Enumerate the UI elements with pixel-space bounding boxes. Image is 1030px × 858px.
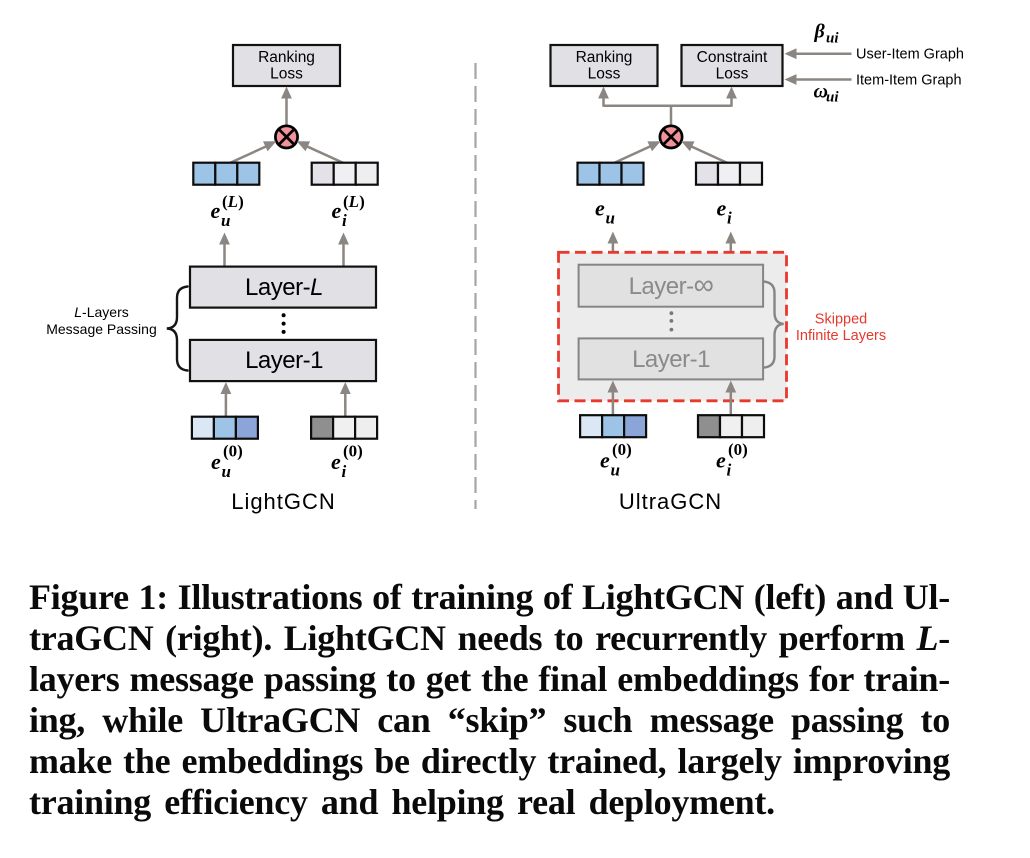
svg-text:u: u bbox=[606, 209, 615, 228]
svg-text:Ranking: Ranking bbox=[258, 49, 315, 66]
svg-text:(0): (0) bbox=[728, 440, 748, 459]
svg-text:e: e bbox=[595, 196, 605, 221]
svg-text:(0): (0) bbox=[223, 442, 243, 461]
svg-text:(L): (L) bbox=[222, 192, 244, 211]
svg-text:e: e bbox=[716, 448, 726, 473]
svg-text:i: i bbox=[342, 211, 347, 230]
svg-text:L-Layers: L-Layers bbox=[74, 304, 128, 320]
svg-text:u: u bbox=[221, 211, 230, 230]
svg-text:e: e bbox=[600, 448, 610, 473]
svg-text:Loss: Loss bbox=[716, 66, 749, 83]
svg-text:i: i bbox=[342, 462, 347, 481]
svg-text:(0): (0) bbox=[612, 440, 632, 459]
svg-text:User-Item Graph: User-Item Graph bbox=[856, 47, 964, 63]
svg-text:Item-Item Graph: Item-Item Graph bbox=[856, 72, 962, 88]
svg-text:Loss: Loss bbox=[270, 66, 303, 83]
svg-text:e: e bbox=[717, 196, 727, 221]
svg-text:Ranking: Ranking bbox=[576, 49, 633, 66]
svg-text:u: u bbox=[611, 461, 620, 480]
svg-text:i: i bbox=[727, 209, 732, 228]
svg-text:Constraint: Constraint bbox=[697, 49, 768, 66]
svg-text:ω: ω bbox=[814, 81, 828, 103]
svg-text:Layer-∞: Layer-∞ bbox=[629, 269, 714, 301]
svg-text:Message Passing: Message Passing bbox=[46, 321, 157, 337]
svg-text:UltraGCN: UltraGCN bbox=[619, 489, 722, 514]
svg-text:Layer-1: Layer-1 bbox=[632, 346, 710, 373]
svg-text:Layer-1: Layer-1 bbox=[245, 347, 323, 374]
svg-text:LightGCN: LightGCN bbox=[231, 489, 336, 514]
svg-text:ui: ui bbox=[826, 90, 839, 106]
svg-text:β: β bbox=[814, 21, 826, 43]
svg-text:ui: ui bbox=[826, 31, 839, 47]
svg-text:(L): (L) bbox=[343, 192, 365, 211]
svg-text:u: u bbox=[222, 462, 231, 481]
svg-text:e: e bbox=[332, 198, 342, 223]
svg-text:Infinite Layers: Infinite Layers bbox=[796, 328, 886, 344]
svg-text:Skipped: Skipped bbox=[815, 312, 867, 328]
svg-text:e: e bbox=[331, 449, 341, 474]
svg-text:e: e bbox=[211, 198, 221, 223]
svg-text:(0): (0) bbox=[343, 442, 363, 461]
svg-text:e: e bbox=[211, 449, 221, 474]
svg-text:Loss: Loss bbox=[588, 66, 621, 83]
svg-text:Layer-L: Layer-L bbox=[245, 274, 323, 301]
svg-text:i: i bbox=[727, 461, 732, 480]
